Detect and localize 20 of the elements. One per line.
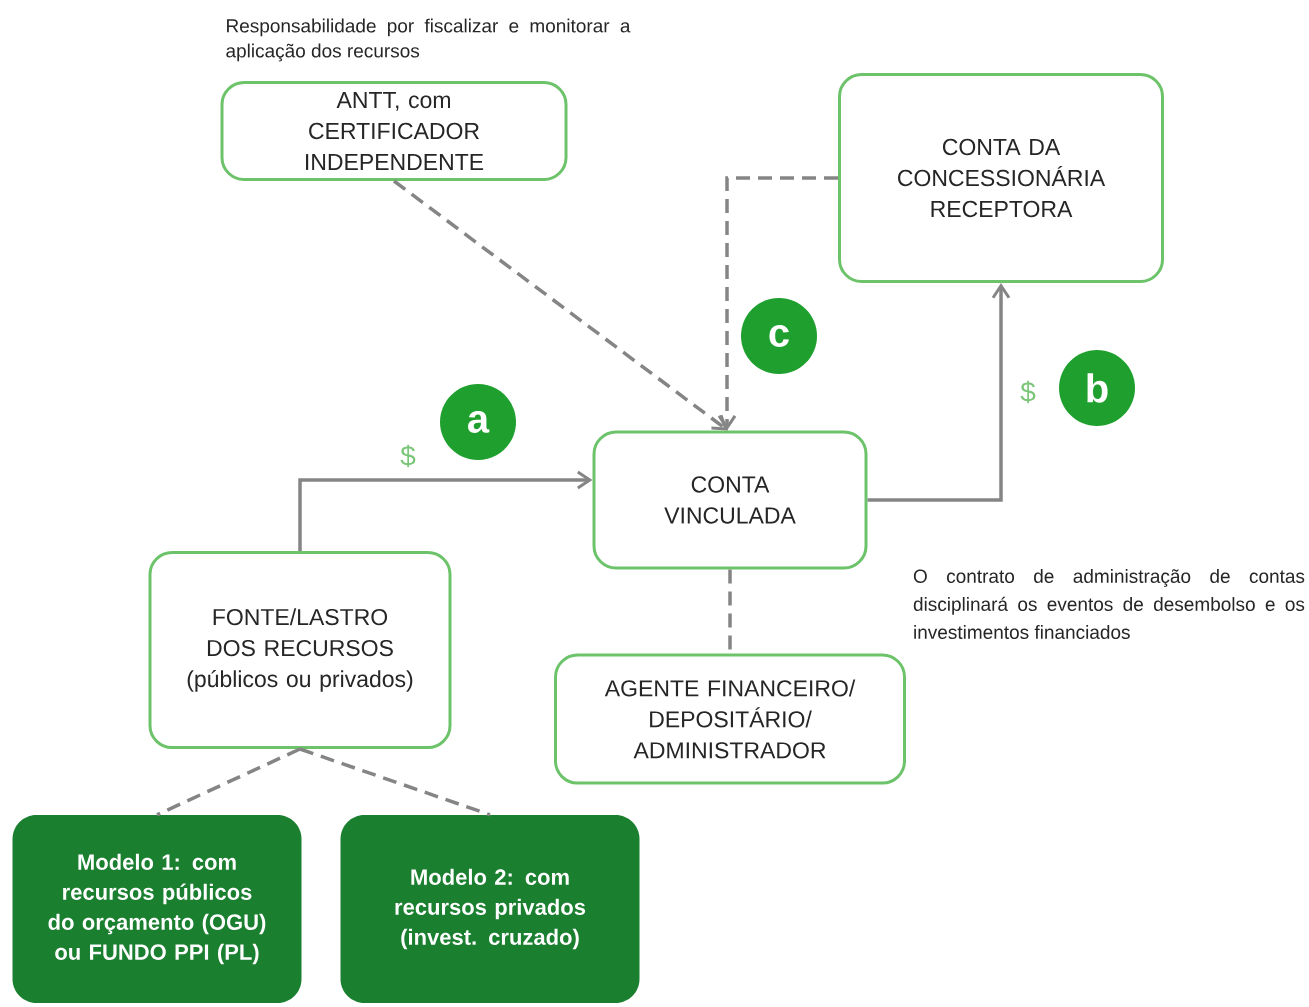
edge-label: $ — [400, 444, 416, 468]
note-text: O contrato de administração de contas disciplinará os eventos de desembolso e os investimentos financiados — [913, 569, 1305, 639]
model-box: Modelo 2: com recursos privados (invest. cruzado) — [340, 815, 640, 1003]
connector-line — [156, 747, 301, 817]
process-box: ANTT, com CERTIFICADOR INDEPENDENTE — [220, 81, 568, 181]
connector-line — [299, 747, 491, 817]
process-box: AGENTE FINANCEIRO/ DEPOSITÁRIO/ ADMINISTRADOR — [554, 653, 906, 785]
arrow — [392, 179, 728, 431]
model-box: Modelo 1: com recursos públicos do orçamento (OGU) ou FUNDO PPI (PL) — [12, 815, 302, 1003]
note-text: Responsabilidade por fiscalizar e monitorar a aplicação dos recursos — [226, 18, 631, 62]
arrow — [867, 283, 1011, 502]
step-badge: c — [741, 298, 817, 374]
arrow — [298, 470, 593, 551]
step-badge: a — [440, 384, 516, 460]
arrow — [717, 176, 838, 431]
edge-label: $ — [1020, 380, 1036, 404]
process-box: CONTA DA CONCESSIONÁRIA RECEPTORA — [838, 73, 1164, 283]
process-box: CONTA VINCULADA — [592, 430, 868, 570]
step-badge: b — [1059, 350, 1135, 426]
process-box: FONTE/LASTRO DOS RECURSOS (públicos ou privados) — [148, 551, 452, 749]
